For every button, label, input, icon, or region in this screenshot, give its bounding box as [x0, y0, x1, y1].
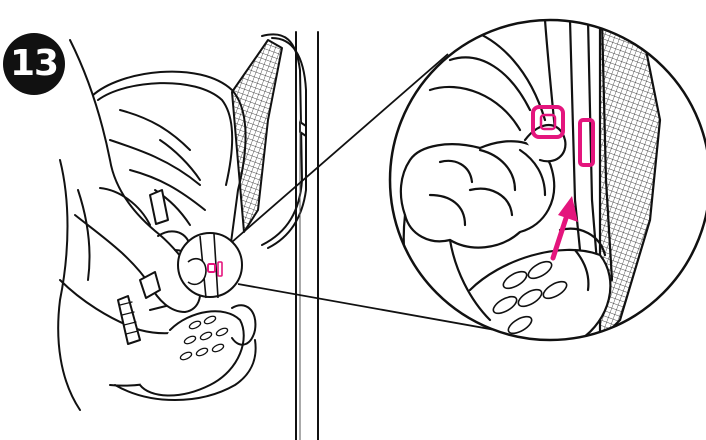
mesh-panel	[232, 40, 282, 232]
main-scene	[58, 32, 318, 440]
zoom-detail	[390, 20, 706, 360]
step-number-badge: 13	[3, 33, 65, 95]
detail-callout-small	[178, 233, 242, 298]
